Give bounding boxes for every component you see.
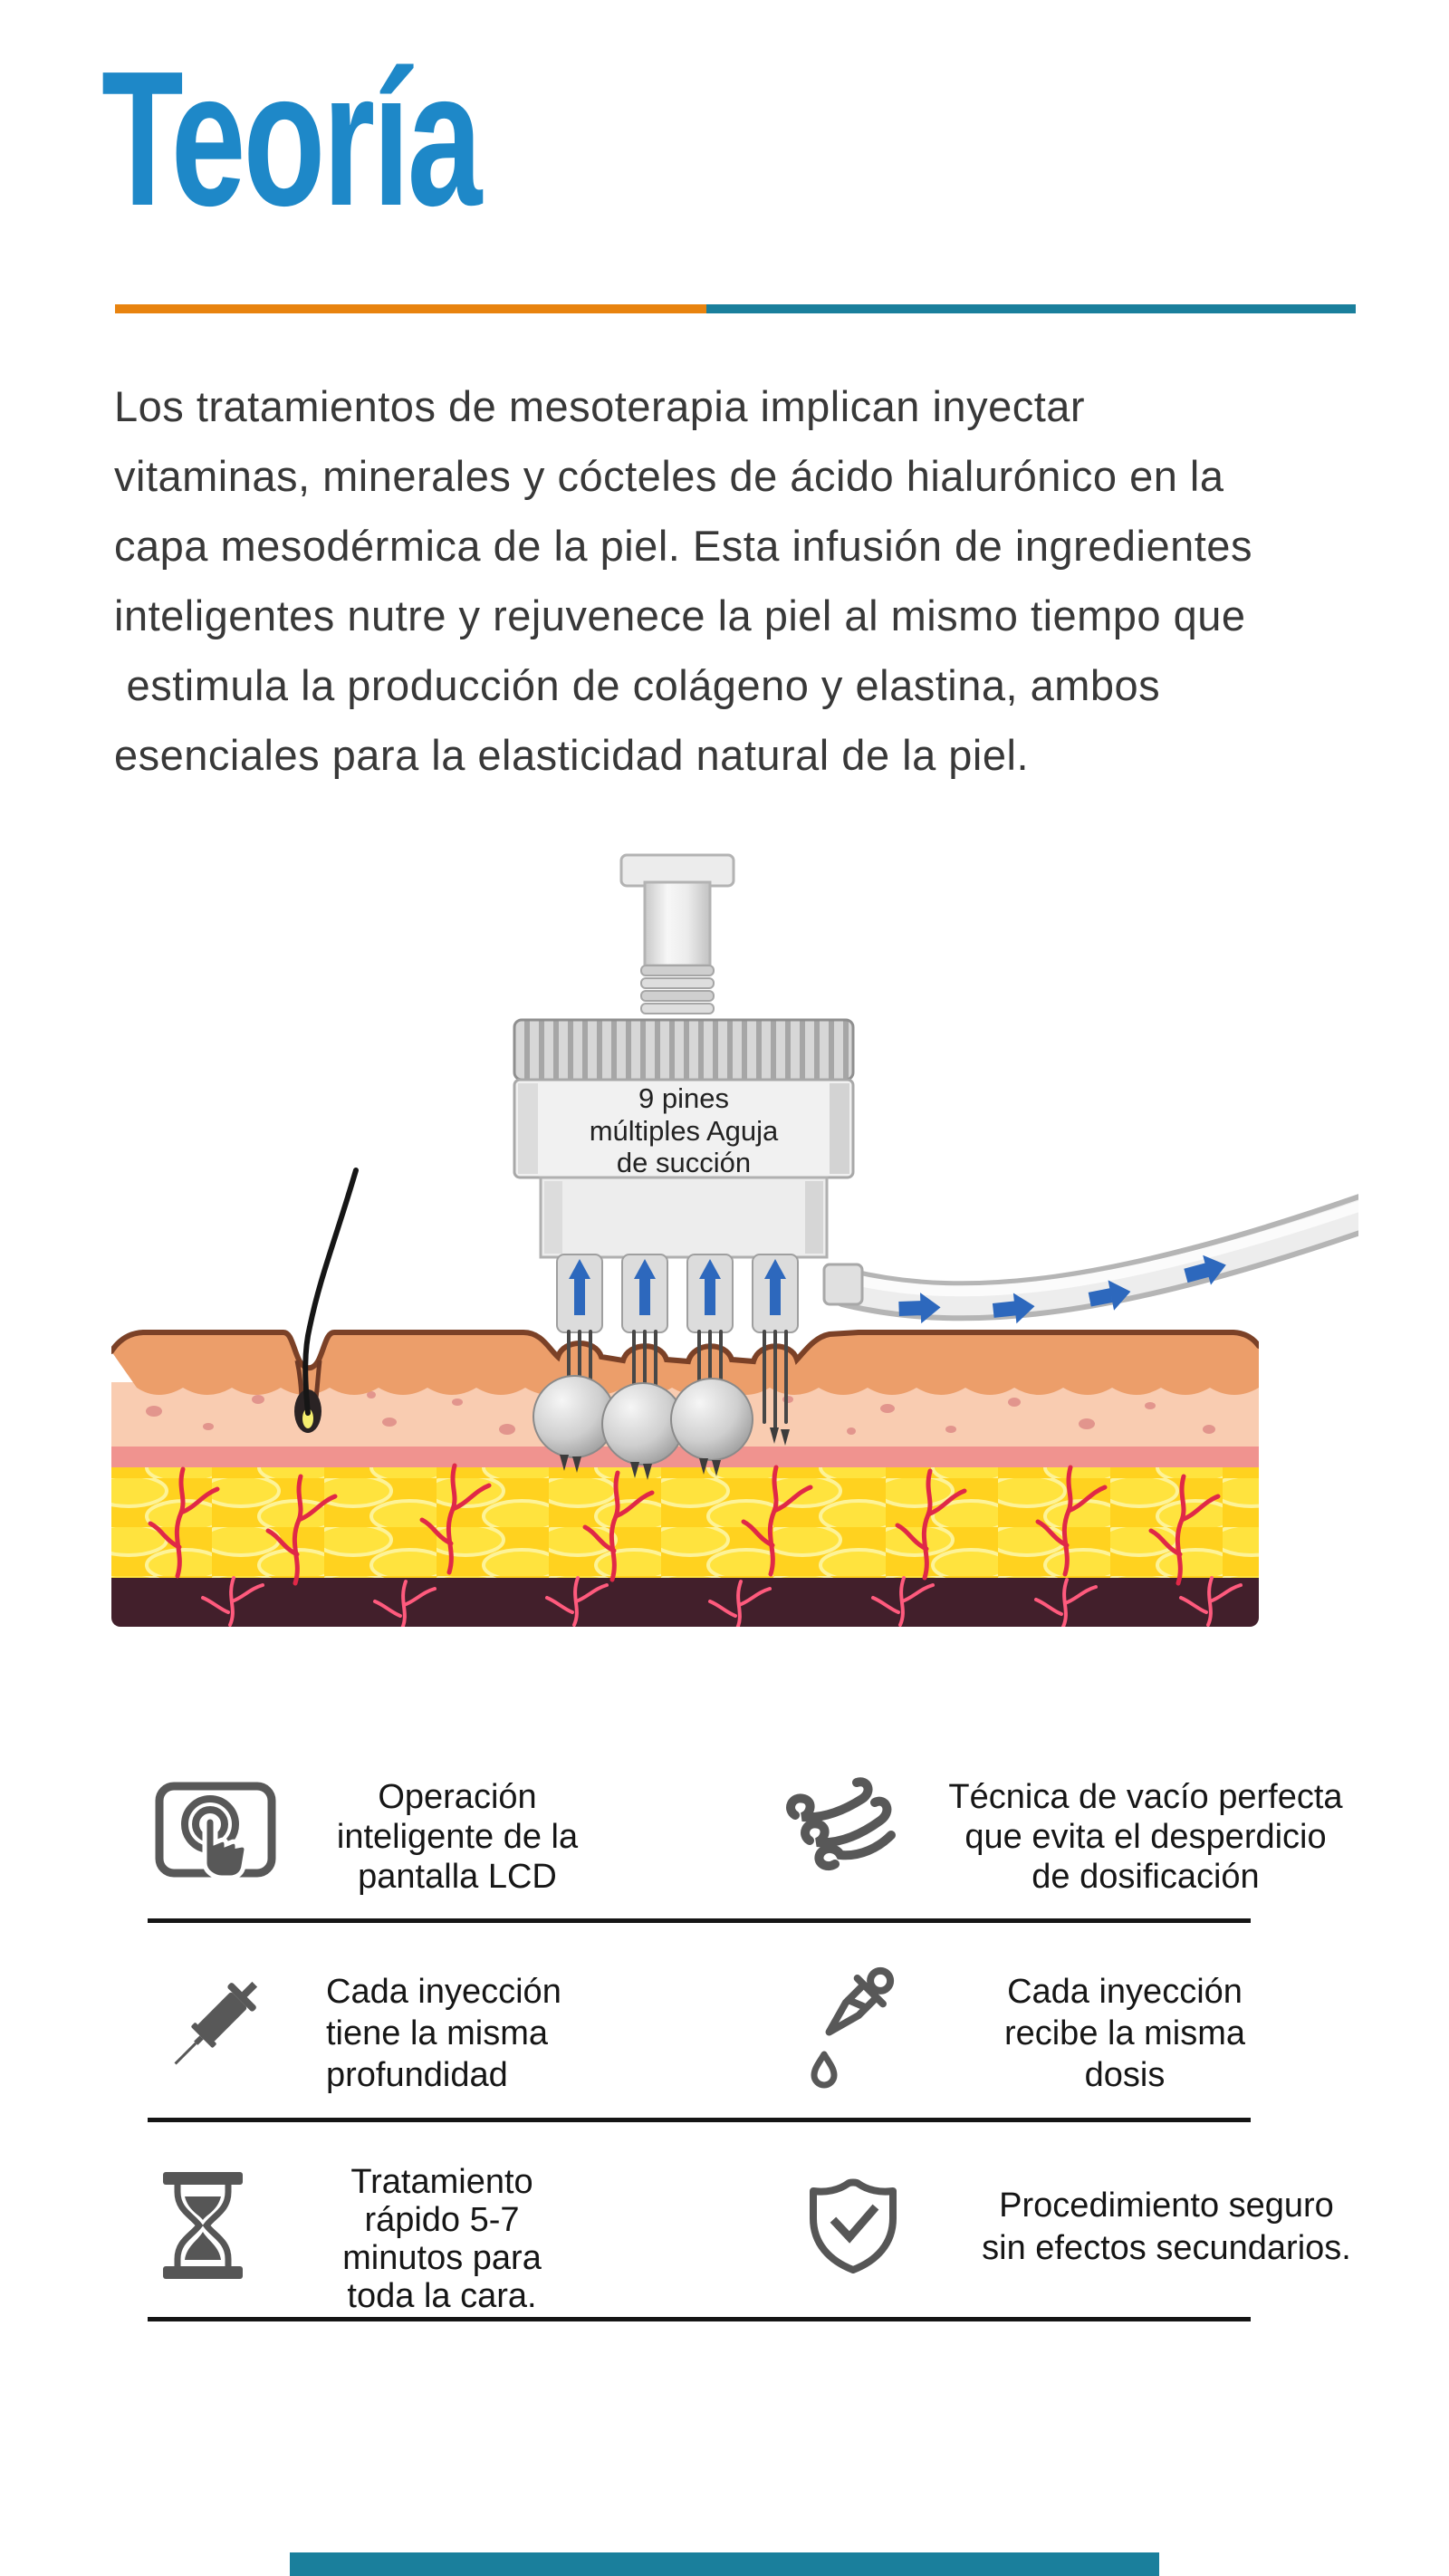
feature-line: Operación — [378, 1778, 537, 1816]
hair-shaft — [302, 1168, 359, 1416]
feature-text-vacuum: Técnica de vacío perfecta que evita el d… — [910, 1777, 1381, 1897]
device-tube-port — [822, 1263, 864, 1306]
feature-line: sin efectos secundarios. — [982, 2229, 1351, 2267]
feature-divider-1 — [148, 1918, 1251, 1923]
feature-line: pantalla LCD — [358, 1858, 557, 1896]
footer-bar — [290, 2552, 1159, 2576]
wind-icon — [786, 1777, 896, 1871]
feature-line: Técnica de vacío perfecta — [948, 1778, 1343, 1816]
device-needle-columns — [556, 1254, 799, 1333]
divider-teal-segment — [706, 304, 1356, 313]
mesotherapy-skin-illustration: 9 pines múltiples Aguja de succión — [111, 853, 1358, 1627]
feature-text-fast: Tratamiento rápido 5-7 minutos para toda… — [297, 2163, 587, 2315]
feature-line: inteligente de la — [336, 1818, 579, 1856]
paragraph-line: vitaminas, minerales y cócteles de ácido… — [114, 452, 1224, 500]
hourglass-icon — [163, 2172, 243, 2279]
device-label-line2: múltiples Aguja — [590, 1115, 779, 1147]
device-label-line1: 9 pines — [638, 1082, 729, 1114]
device-thread — [640, 965, 715, 1014]
feature-line: que evita el desperdicio — [964, 1818, 1327, 1856]
paragraph-line: inteligentes nutre y rejuvenece la piel … — [114, 591, 1246, 639]
feature-line: profundidad — [326, 2056, 508, 2094]
feature-line: recibe la misma — [1003, 2014, 1246, 2052]
paragraph-line: capa mesodérmica de la piel. Esta infusi… — [114, 522, 1252, 570]
paragraph-line: Los tratamientos de mesoterapia implican… — [114, 382, 1086, 430]
feature-line: Tratamiento — [350, 2163, 533, 2201]
feature-line: tiene la misma — [326, 2014, 548, 2052]
feature-line: Procedimiento seguro — [999, 2187, 1334, 2225]
feature-line: rápido 5-7 — [364, 2201, 520, 2239]
feature-line: toda la cara. — [347, 2277, 537, 2315]
touchscreen-icon — [155, 1782, 276, 1880]
feature-line: minutos para — [342, 2239, 542, 2277]
feature-divider-2 — [148, 2118, 1251, 2122]
paragraph-line: estimula la producción de colágeno y ela… — [114, 661, 1161, 709]
feature-text-depth: Cada inyección tiene la misma profundida… — [326, 1971, 652, 2096]
dropper-icon — [811, 1966, 895, 2089]
injection-droplets — [533, 1375, 790, 1480]
feature-divider-3 — [148, 2317, 1251, 2321]
feature-line: dosis — [1084, 2056, 1166, 2094]
intro-paragraph: Los tratamientos de mesoterapia implican… — [114, 371, 1400, 790]
device-label-line3: de succión — [617, 1147, 751, 1178]
feature-text-dose: Cada inyección recibe la misma dosis — [926, 1971, 1324, 2096]
skin-surface-outline — [111, 1330, 1259, 1371]
feature-line: Cada inyección — [326, 1973, 561, 2011]
skin-layers — [111, 1330, 1259, 1627]
feature-text-lcd: Operación inteligente de la pantalla LCD — [299, 1777, 616, 1897]
feature-line: Cada inyección — [1007, 1973, 1243, 2011]
divider-orange-segment — [115, 304, 706, 313]
mesotherapy-device: 9 pines múltiples Aguja de succión — [513, 853, 864, 1480]
page-title: Teoría — [101, 31, 482, 245]
feature-text-safe: Procedimiento seguro sin efectos secunda… — [931, 2185, 1402, 2270]
device-knurled-ring — [513, 1018, 855, 1081]
feature-line: de dosificación — [1032, 1858, 1260, 1896]
paragraph-line: esenciales para la elasticidad natural d… — [114, 731, 1030, 779]
syringe-icon — [174, 1981, 258, 2065]
shield-check-icon — [810, 2178, 897, 2273]
device-lower-cylinder — [539, 1176, 829, 1259]
suction-tube — [828, 1194, 1358, 1326]
